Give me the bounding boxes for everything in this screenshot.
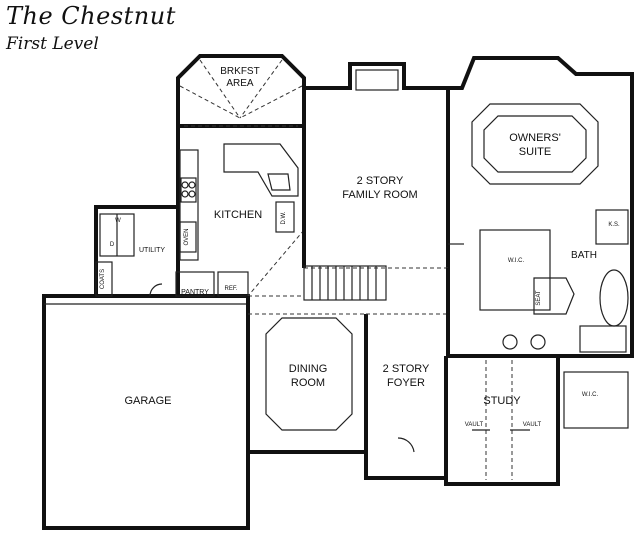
seat-label: SEAT [536,290,542,306]
dining-room [246,296,368,454]
dining-room-label-1: DINING [289,363,328,375]
washer-label: W [115,218,121,224]
owners-suite-label-2: SUITE [519,146,551,158]
study-label: STUDY [483,395,521,407]
family-room-label-1: 2 STORY [357,175,404,187]
dryer-label: D [110,242,115,248]
foyer-label-1: 2 STORY [383,363,430,375]
breakfast-label-1: BRKFST [220,66,259,77]
dishwasher-label: D.W. [281,211,287,224]
kitchen-label: KITCHEN [214,209,262,221]
foyer-label-2: FOYER [387,377,425,389]
pantry-label: PANTRY [181,289,209,296]
bath-label: BATH [571,250,597,261]
ks-label: K.S. [608,222,620,228]
oven-label: OVEN [184,228,190,245]
garage [42,294,250,530]
plan-title: The Chestnut [6,2,176,30]
study [444,354,560,486]
vault-right-label: VAULT [523,422,542,428]
plan-subtitle: First Level [6,34,99,54]
breakfast-label-2: AREA [226,78,254,89]
family-room [302,62,450,269]
wic-lower-label: W.I.C. [582,392,599,398]
utility-label: UTILITY [139,247,165,254]
dining-room-label-2: ROOM [291,377,325,389]
ref-label: REF. [224,286,237,292]
vault-left-label: VAULT [465,422,484,428]
owners-suite [448,56,634,245]
coats-label: COATS [100,269,106,289]
owners-suite-label-1: OWNERS' [509,132,561,144]
owners-bath [446,204,634,429]
wic-bath-label: W.I.C. [508,258,525,264]
staircase [303,265,387,301]
foyer [364,313,448,480]
utility-room [94,205,180,297]
family-room-label-2: FAMILY ROOM [342,189,417,201]
garage-label: GARAGE [124,395,171,407]
